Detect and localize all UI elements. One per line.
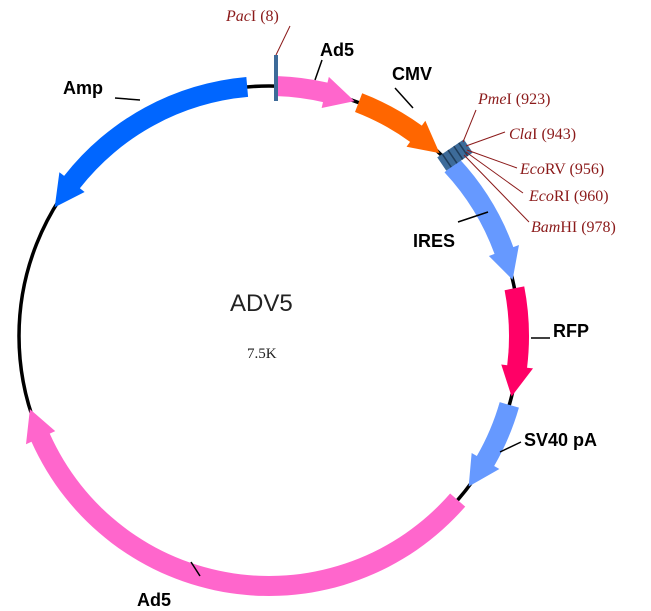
ad5-bottom-leader xyxy=(190,561,201,577)
plasmid-name: ADV5 xyxy=(230,290,293,317)
rfp-label: RFP xyxy=(553,321,589,341)
ires-arrow xyxy=(444,158,519,280)
ecorv-label: EcoRV (956) xyxy=(519,161,604,178)
clai-label: ClaI (943) xyxy=(509,126,576,143)
plasmid-size: 7.5K xyxy=(247,346,277,362)
paci-label: PacI (8) xyxy=(225,8,279,25)
cmv-leader xyxy=(394,87,414,109)
bamhi-leader xyxy=(463,154,530,223)
amp-label: Amp xyxy=(63,78,103,98)
ires-label: IRES xyxy=(413,231,455,251)
pmei-label: PmeI (923) xyxy=(477,91,550,108)
ires-leader xyxy=(457,211,489,223)
paci-marker xyxy=(274,55,278,101)
clai-leader xyxy=(465,131,506,147)
amp-arrow xyxy=(54,76,249,208)
bamhi-label: BamHI (978) xyxy=(531,219,616,236)
paci-leader xyxy=(275,25,291,56)
ad5-top-label: Ad5 xyxy=(320,40,354,60)
sv40pa-label: SV40 pA xyxy=(524,430,597,450)
rfp-arrow xyxy=(501,286,534,397)
ad5-top-leader xyxy=(314,59,323,81)
ad5-bottom-label: Ad5 xyxy=(137,590,171,610)
sv40pa-arrow xyxy=(468,402,519,487)
ecori-leader xyxy=(465,151,524,194)
ecori-label: EcoRI (960) xyxy=(528,188,609,205)
ad5-bottom-arrow xyxy=(26,409,466,596)
mcs-block xyxy=(437,139,473,171)
cmv-arrow xyxy=(355,93,440,154)
amp-leader xyxy=(114,97,141,101)
ecorv-leader xyxy=(466,149,518,169)
ad5-top-arrow xyxy=(277,76,355,108)
sv40pa-leader xyxy=(499,441,522,453)
pmei-leader xyxy=(462,109,477,143)
cmv-label: CMV xyxy=(392,64,432,84)
